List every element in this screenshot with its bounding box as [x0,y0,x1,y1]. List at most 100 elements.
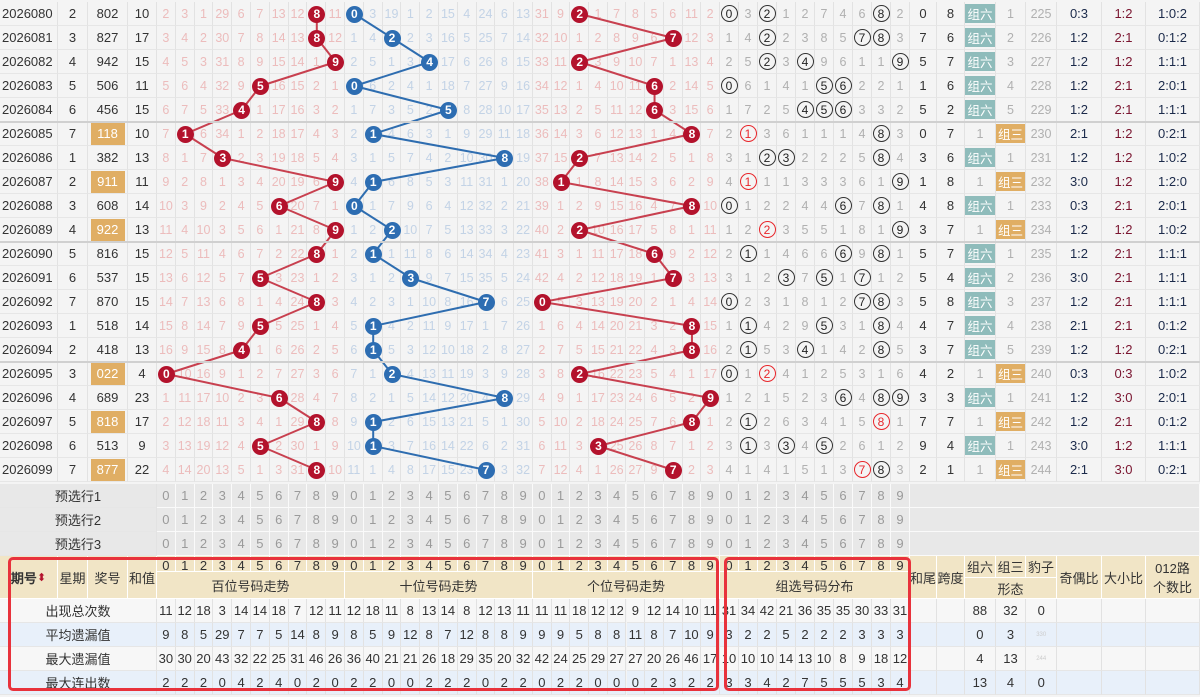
preselect-digit-t[interactable]: 1 [363,532,383,556]
preselect-digit-h[interactable]: 2 [194,484,214,508]
header-period[interactable]: 期号⬍ [0,556,58,599]
preselect-digit-u[interactable]: 9 [701,532,720,556]
preselect-digit-g[interactable]: 9 [891,532,910,556]
preselect-digit-g[interactable]: 5 [815,532,834,556]
preselect-digit-h[interactable]: 4 [232,532,251,556]
preselect-digit-t[interactable]: 0 [345,484,364,508]
preselect-digit-t[interactable]: 4 [420,484,439,508]
preselect-digit-u[interactable]: 6 [645,508,664,532]
preselect-digit-h[interactable]: 5 [251,484,270,508]
preselect-digit-t[interactable]: 6 [457,484,477,508]
preselect-digit-u[interactable]: 2 [570,484,590,508]
preselect-digit-u[interactable]: 2 [570,532,590,556]
preselect-digit-t[interactable]: 1 [363,484,383,508]
preselect-digit-u[interactable]: 0 [533,508,552,532]
preselect-digit-u[interactable]: 7 [663,532,683,556]
preselect-digit-g[interactable]: 6 [834,508,853,532]
preselect-digit-g[interactable]: 5 [815,484,834,508]
preselect-digit-t[interactable]: 2 [382,532,402,556]
preselect-digit-t[interactable]: 9 [514,508,533,532]
preselect-digit-h[interactable]: 3 [213,532,233,556]
preselect-digit-u[interactable]: 4 [607,508,627,532]
preselect-digit-u[interactable]: 0 [533,532,552,556]
preselect-digit-g[interactable]: 2 [758,532,777,556]
preselect-digit-u[interactable]: 1 [551,484,571,508]
preselect-digit-g[interactable]: 0 [720,508,739,532]
preselect-digit-h[interactable]: 8 [307,484,327,508]
preselect-digit-g[interactable]: 3 [777,508,796,532]
preselect-digit-u[interactable]: 5 [626,484,646,508]
preselect-digit-g[interactable]: 2 [758,484,777,508]
preselect-digit-h[interactable]: 2 [194,508,214,532]
preselect-digit-t[interactable]: 7 [476,508,496,532]
preselect-digit-u[interactable]: 3 [589,508,608,532]
preselect-digit-u[interactable]: 1 [551,508,571,532]
preselect-digit-u[interactable]: 1 [551,532,571,556]
preselect-digit-t[interactable]: 3 [401,532,421,556]
preselect-digit-h[interactable]: 7 [288,508,308,532]
preselect-digit-u[interactable]: 7 [663,508,683,532]
preselect-digit-t[interactable]: 5 [439,484,458,508]
preselect-digit-h[interactable]: 5 [251,532,270,556]
preselect-digit-u[interactable]: 3 [589,532,608,556]
preselect-digit-h[interactable]: 5 [251,508,270,532]
preselect-digit-h[interactable]: 7 [288,532,308,556]
preselect-digit-h[interactable]: 3 [213,508,233,532]
preselect-digit-t[interactable]: 0 [345,508,364,532]
preselect-digit-h[interactable]: 1 [175,532,195,556]
preselect-digit-t[interactable]: 7 [476,532,496,556]
preselect-digit-h[interactable]: 1 [175,508,195,532]
preselect-digit-u[interactable]: 8 [682,532,702,556]
preselect-digit-g[interactable]: 4 [796,484,815,508]
preselect-digit-g[interactable]: 2 [758,508,777,532]
preselect-digit-u[interactable]: 8 [682,484,702,508]
preselect-digit-t[interactable]: 8 [495,508,515,532]
sort-arrows-icon[interactable]: ⬍ [36,571,47,584]
preselect-digit-t[interactable]: 2 [382,484,402,508]
preselect-digit-u[interactable]: 3 [589,484,608,508]
preselect-digit-g[interactable]: 9 [891,484,910,508]
preselect-digit-h[interactable]: 9 [326,532,345,556]
preselect-digit-h[interactable]: 6 [269,508,289,532]
preselect-digit-g[interactable]: 7 [853,508,872,532]
preselect-digit-t[interactable]: 5 [439,532,458,556]
preselect-digit-g[interactable]: 4 [796,532,815,556]
preselect-digit-u[interactable]: 8 [682,508,702,532]
preselect-digit-h[interactable]: 9 [326,508,345,532]
preselect-digit-g[interactable]: 8 [872,532,891,556]
preselect-digit-g[interactable]: 1 [739,484,758,508]
preselect-digit-g[interactable]: 1 [739,532,758,556]
preselect-digit-u[interactable]: 7 [663,484,683,508]
preselect-digit-g[interactable]: 4 [796,508,815,532]
preselect-digit-u[interactable]: 4 [607,532,627,556]
preselect-digit-t[interactable]: 9 [514,484,533,508]
preselect-digit-g[interactable]: 6 [834,532,853,556]
preselect-digit-h[interactable]: 1 [175,484,195,508]
preselect-digit-u[interactable]: 0 [533,484,552,508]
preselect-digit-h[interactable]: 4 [232,484,251,508]
preselect-digit-h[interactable]: 8 [307,532,327,556]
preselect-digit-t[interactable]: 6 [457,532,477,556]
preselect-digit-g[interactable]: 9 [891,508,910,532]
preselect-digit-t[interactable]: 8 [495,532,515,556]
preselect-digit-u[interactable]: 6 [645,532,664,556]
preselect-digit-g[interactable]: 6 [834,484,853,508]
preselect-digit-u[interactable]: 5 [626,508,646,532]
preselect-digit-h[interactable]: 6 [269,532,289,556]
preselect-digit-t[interactable]: 4 [420,532,439,556]
preselect-digit-g[interactable]: 7 [853,532,872,556]
preselect-digit-h[interactable]: 8 [307,508,327,532]
preselect-digit-g[interactable]: 8 [872,484,891,508]
preselect-digit-h[interactable]: 3 [213,484,233,508]
preselect-digit-t[interactable]: 7 [476,484,496,508]
preselect-digit-t[interactable]: 2 [382,508,402,532]
preselect-digit-g[interactable]: 5 [815,508,834,532]
preselect-digit-g[interactable]: 3 [777,484,796,508]
preselect-digit-h[interactable]: 0 [157,532,176,556]
preselect-digit-h[interactable]: 6 [269,484,289,508]
preselect-digit-u[interactable]: 2 [570,508,590,532]
preselect-digit-g[interactable]: 3 [777,532,796,556]
preselect-digit-h[interactable]: 4 [232,508,251,532]
preselect-digit-t[interactable]: 3 [401,508,421,532]
preselect-digit-t[interactable]: 9 [514,532,533,556]
